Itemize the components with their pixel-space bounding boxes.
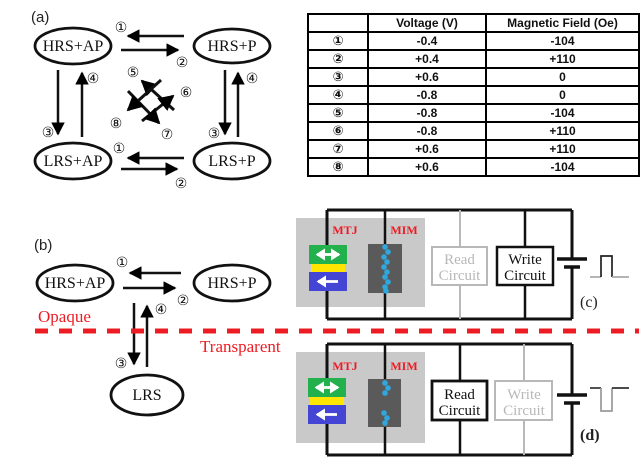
- write-circuit-word2-c: Circuit: [504, 268, 546, 284]
- transition-number: ②: [177, 293, 190, 309]
- table-cell-field: 0: [485, 67, 640, 87]
- mtj-barrier-d: [310, 397, 344, 405]
- pulse-c-positive: [600, 255, 613, 277]
- pulse-d-negative: [600, 388, 613, 412]
- table-row: ⑤ -0.8 -104: [307, 103, 640, 123]
- table-cell-id: ⑦: [307, 139, 369, 159]
- transition-number: ③: [42, 125, 55, 141]
- voltage-field-table: Voltage (V) Magnetic Field (Oe) ① -0.4 -…: [307, 13, 640, 177]
- read-circuit-word-c: Read: [444, 252, 475, 268]
- state-ellipse-b-hrs-p: [192, 263, 272, 303]
- table-cell-id: ⑤: [307, 103, 369, 123]
- transition-number: ④: [87, 71, 100, 87]
- mim-label-d: MIM: [390, 359, 417, 373]
- mtj-barrier-c: [311, 264, 345, 272]
- state-label-hrs-ap: HRS+AP: [43, 38, 104, 55]
- table-cell-field: -104: [485, 103, 640, 123]
- state-ellipse-b-hrs-ap: [35, 263, 115, 303]
- panel-d-label: (d): [580, 427, 600, 444]
- table-row: ② +0.4 +110: [307, 49, 640, 69]
- state-label-hrs-p: HRS+P: [207, 38, 256, 55]
- table-cell-field: -104: [485, 31, 640, 51]
- table-row: ⑦ +0.6 +110: [307, 139, 640, 159]
- table-header-row: Voltage (V) Magnetic Field (Oe): [307, 13, 640, 33]
- panel-a-label: (a): [31, 9, 49, 26]
- table-cell-field: 0: [485, 85, 640, 105]
- arrow-a-diag-5: [140, 79, 176, 112]
- transition-number: ②: [175, 176, 188, 192]
- transition-number: ⑦: [161, 127, 174, 143]
- table-cell-field: +110: [485, 139, 640, 159]
- write-circuit-word-c: Write: [508, 252, 542, 268]
- table-header-voltage: Voltage (V): [367, 13, 487, 33]
- mtj-label-d: MTJ: [332, 359, 357, 373]
- transition-number: ⑤: [127, 65, 140, 81]
- table-cell-voltage: -0.8: [367, 85, 487, 105]
- table-cell-id: ①: [307, 31, 369, 51]
- state-ellipse-lrs-ap: [33, 141, 113, 181]
- table-cell-voltage: -0.8: [367, 103, 487, 123]
- table-cell-id: ④: [307, 85, 369, 105]
- table-row: ⑥ -0.8 +110: [307, 121, 640, 141]
- transition-number: ⑥: [180, 85, 193, 101]
- state-ellipse-hrs-p: [192, 27, 272, 65]
- table-row: ① -0.4 -104: [307, 31, 640, 51]
- table-cell-id: ②: [307, 49, 369, 69]
- read-circuit-box-d: [430, 379, 489, 422]
- read-circuit-box-c: [431, 246, 488, 286]
- table-cell-voltage: +0.6: [367, 67, 487, 87]
- table-cell-voltage: +0.4: [367, 49, 487, 69]
- state-ellipse-hrs-ap: [33, 26, 113, 66]
- table-header-id: [307, 13, 369, 33]
- table-row: ⑧ +0.6 -104: [307, 157, 640, 177]
- table-cell-field: -104: [485, 157, 640, 177]
- arrow-a-diag-8: [126, 78, 163, 112]
- state-ellipse-lrs-p: [192, 141, 272, 181]
- table-cell-id: ③: [307, 67, 369, 87]
- state-label-b-lrs: LRS: [132, 387, 161, 404]
- transition-number: ①: [115, 20, 128, 36]
- panel-b-label: (b): [34, 237, 52, 254]
- transition-number: ①: [113, 141, 126, 157]
- table-cell-id: ⑥: [307, 121, 369, 141]
- table-row: ③ +0.6 0: [307, 67, 640, 87]
- transition-number: ②: [176, 55, 189, 71]
- table-row: ④ -0.8 0: [307, 85, 640, 105]
- read-circuit-word2-d: Circuit: [439, 403, 481, 419]
- state-label-b-hrs-ap: HRS+AP: [45, 275, 106, 292]
- opaque-label: Opaque: [38, 307, 91, 326]
- mim-electrode-d: [368, 379, 401, 427]
- state-label-b-hrs-p: HRS+P: [207, 275, 256, 292]
- state-ellipse-b-lrs: [109, 373, 185, 417]
- write-circuit-word-d: Write: [507, 387, 541, 403]
- transition-number: ④: [155, 302, 168, 318]
- filament-broken-d: [381, 380, 391, 426]
- read-circuit-word2-c: Circuit: [439, 268, 481, 284]
- state-label-lrs-ap: LRS+AP: [44, 153, 103, 170]
- write-circuit-word2-d: Circuit: [503, 403, 545, 419]
- write-circuit-box-c: [495, 245, 555, 287]
- transition-number: ④: [246, 71, 259, 87]
- filament-complete-c: [381, 244, 391, 294]
- table-cell-field: +110: [485, 49, 640, 69]
- state-label-lrs-p: LRS+P: [208, 153, 255, 170]
- table-cell-voltage: -0.4: [367, 31, 487, 51]
- mtj-label-c: MTJ: [332, 223, 357, 237]
- transition-number: ⑧: [110, 116, 123, 132]
- transition-number: ③: [115, 356, 128, 372]
- table-cell-voltage: +0.6: [367, 157, 487, 177]
- table-header-field: Magnetic Field (Oe): [485, 13, 640, 33]
- transparent-label: Transparent: [200, 337, 281, 356]
- table-cell-id: ⑧: [307, 157, 369, 177]
- write-circuit-box-d: [494, 380, 553, 421]
- transition-number: ①: [116, 255, 129, 271]
- table-cell-voltage: +0.6: [367, 139, 487, 159]
- read-circuit-word-d: Read: [444, 387, 475, 403]
- transition-number: ③: [208, 126, 221, 142]
- mim-label-c: MIM: [390, 223, 417, 237]
- panel-c-label: (c): [580, 294, 598, 311]
- table-cell-field: +110: [485, 121, 640, 141]
- table-cell-voltage: -0.8: [367, 121, 487, 141]
